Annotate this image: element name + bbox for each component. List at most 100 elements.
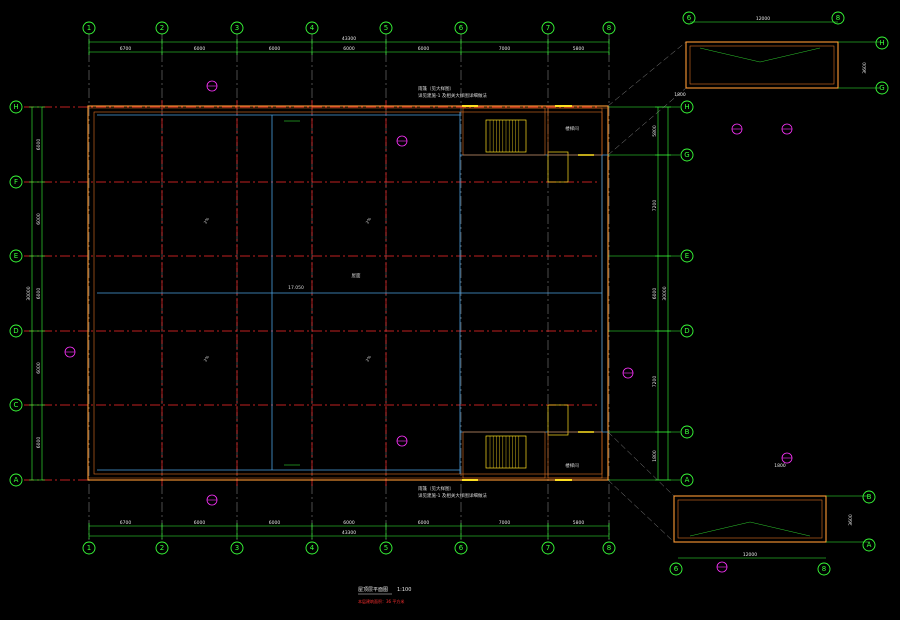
dim-bottom-5: 7000 xyxy=(499,520,511,526)
grid-bubble-col-2-top: 2 xyxy=(155,21,169,35)
svg-text:12000: 12000 xyxy=(743,552,757,558)
dim-bottom-3: 6000 xyxy=(343,520,355,526)
svg-text:2%: 2% xyxy=(365,216,373,224)
dim-right-4: 1800 xyxy=(652,450,658,462)
svg-text:G: G xyxy=(684,151,689,159)
svg-text:A: A xyxy=(685,476,690,484)
svg-text:A: A xyxy=(14,476,19,484)
dim-left-0: 6000 xyxy=(36,139,42,151)
svg-text:D: D xyxy=(684,327,689,335)
dim-top-6: 5800 xyxy=(573,46,585,52)
dim-bottom-0: 6700 xyxy=(120,520,132,526)
svg-text:6: 6 xyxy=(459,544,464,552)
svg-text:8: 8 xyxy=(607,544,611,552)
svg-text:4: 4 xyxy=(310,544,315,552)
room-label-stair-top: 楼梯间 xyxy=(565,125,579,132)
svg-text:3600: 3600 xyxy=(848,514,854,526)
dim-right-3: 7200 xyxy=(652,376,658,388)
grid-bubble-right-B: B xyxy=(680,425,694,439)
svg-text:2: 2 xyxy=(160,24,164,32)
svg-text:详见建施-1 及相关大样图详细做法: 详见建施-1 及相关大样图详细做法 xyxy=(418,492,487,499)
svg-text:1: 1 xyxy=(87,24,91,32)
room-label-stair-bottom: 楼梯间 xyxy=(565,462,579,469)
dim-top-3: 6000 xyxy=(343,46,355,52)
svg-text:H: H xyxy=(13,103,18,111)
grid-bubble-col-4-bottom: 4 xyxy=(305,541,319,555)
dim-top-1: 6000 xyxy=(194,46,206,52)
dim-top-5: 7000 xyxy=(499,46,511,52)
slope-arrows: 2% 2% 2% 2% xyxy=(203,120,373,466)
svg-text:5: 5 xyxy=(384,24,388,32)
dim-bottom-2: 6000 xyxy=(269,520,281,526)
svg-text:8: 8 xyxy=(822,565,826,573)
svg-text:6: 6 xyxy=(674,565,679,573)
grid-bubble-col-6-top: 6 xyxy=(454,21,468,35)
stair-bottom xyxy=(462,404,603,479)
svg-text:8: 8 xyxy=(607,24,611,32)
stair-notes-bottom: 雨篷（见大样图） 详见建施-1 及相关大样图详细做法 xyxy=(418,485,487,499)
svg-text:3: 3 xyxy=(235,544,239,552)
grid-bubble-col-4-top: 4 xyxy=(305,21,319,35)
dim-right-1: 7200 xyxy=(652,200,658,212)
svg-text:H: H xyxy=(684,103,689,111)
svg-text:C: C xyxy=(14,401,19,409)
grid-bubble-right-A: A xyxy=(680,473,694,487)
grid-bubble-row-F: F xyxy=(9,175,23,189)
dim-left-2: 6000 xyxy=(36,288,42,300)
grid-bubble-right-E: E xyxy=(680,249,694,263)
inset-top-labels: 6 8 H G 12000 3600 1800 xyxy=(674,11,889,98)
dim-right-total: 30000 xyxy=(662,286,668,300)
door-marks xyxy=(462,105,594,481)
level-mark: 17.050 xyxy=(288,285,304,291)
svg-text:2%: 2% xyxy=(365,354,373,362)
svg-text:F: F xyxy=(14,178,18,186)
svg-text:A: A xyxy=(867,541,872,549)
dim-left-4: 6000 xyxy=(36,437,42,449)
grid-bubble-col-7-top: 7 xyxy=(541,21,555,35)
svg-text:2: 2 xyxy=(160,544,164,552)
stair-notes-top: 雨篷（见大样图） 详见建施-1 及相关大样图详细做法 xyxy=(418,85,487,99)
grid-bubble-row-H: H xyxy=(9,100,23,114)
svg-text:G: G xyxy=(879,84,884,92)
grid-bubble-col-1-top: 1 xyxy=(82,21,96,35)
grid-bubble-row-E: E xyxy=(9,249,23,263)
grid-bubble-col-5-bottom: 5 xyxy=(379,541,393,555)
svg-text:3: 3 xyxy=(235,24,239,32)
dim-top-2: 6000 xyxy=(269,46,281,52)
grid-bubble-right-H: H xyxy=(680,100,694,114)
center-label: 屋面 xyxy=(352,273,361,279)
svg-text:1: 1 xyxy=(87,544,91,552)
svg-text:详见建施-1 及相关大样图详细做法: 详见建施-1 及相关大样图详细做法 xyxy=(418,92,487,99)
svg-text:1800: 1800 xyxy=(774,463,786,469)
svg-text:B: B xyxy=(867,493,872,501)
drawing-scale: 1:100 xyxy=(397,587,411,593)
dim-right-0: 5800 xyxy=(652,125,658,137)
svg-text:6: 6 xyxy=(459,24,464,32)
grid-bubble-right-G: G xyxy=(680,148,694,162)
svg-text:4: 4 xyxy=(310,24,315,32)
grid-bubble-col-8-bottom: 8 xyxy=(602,541,616,555)
svg-text:2%: 2% xyxy=(203,216,211,224)
stair-top xyxy=(462,107,603,183)
dim-left-1: 6000 xyxy=(36,213,42,225)
svg-text:7: 7 xyxy=(546,24,550,32)
dim-right-2: 6000 xyxy=(652,288,658,300)
grid-bubble-row-C: C xyxy=(9,398,23,412)
title-block: 屋顶层平面图 1:100 本层建筑面积：36 平方米 xyxy=(358,587,411,604)
svg-text:3600: 3600 xyxy=(862,62,868,74)
drawing-subtitle: 本层建筑面积：36 平方米 xyxy=(358,598,404,604)
svg-text:E: E xyxy=(14,252,18,260)
svg-text:D: D xyxy=(13,327,18,335)
svg-text:8: 8 xyxy=(836,14,840,22)
svg-text:12000: 12000 xyxy=(756,16,770,22)
grid-bubble-col-8-top: 8 xyxy=(602,21,616,35)
grid-bubble-col-7-bottom: 7 xyxy=(541,541,555,555)
svg-text:1800: 1800 xyxy=(674,92,686,98)
dim-bottom-4: 6000 xyxy=(418,520,430,526)
svg-text:6: 6 xyxy=(687,14,692,22)
dim-top-4: 6000 xyxy=(418,46,430,52)
grid-bubble-row-A: A xyxy=(9,473,23,487)
svg-text:E: E xyxy=(685,252,689,260)
